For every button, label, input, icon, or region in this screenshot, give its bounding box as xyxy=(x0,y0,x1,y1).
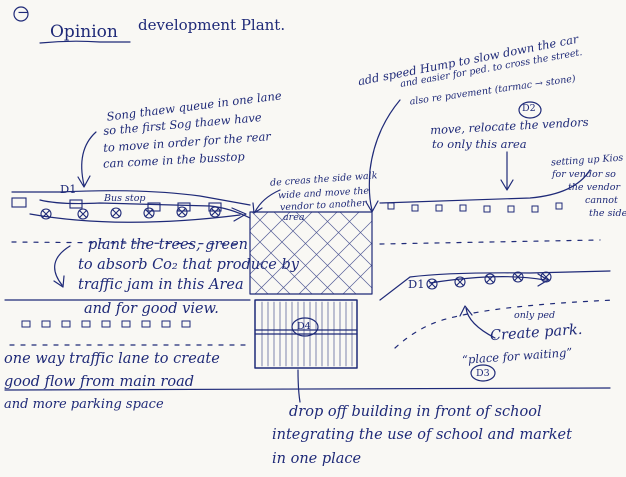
kiosk-box xyxy=(412,205,418,211)
note-setting-up-2: for vendor so xyxy=(552,170,616,180)
note-drop-off-1: drop off building in front of school xyxy=(289,405,542,420)
note-setting-up-5: the side xyxy=(589,209,626,219)
tree-symbol xyxy=(144,208,154,218)
tree-symbol xyxy=(78,209,88,219)
queue-lane xyxy=(30,214,240,222)
upper-dashed-line-right xyxy=(380,240,600,244)
label-bus-stop: Bus stop xyxy=(104,194,146,204)
parking-box xyxy=(122,321,130,327)
tree-symbol xyxy=(427,279,437,289)
trees-arrow xyxy=(54,246,70,287)
parking-box xyxy=(102,321,110,327)
bus-box xyxy=(12,198,26,207)
tree-symbol xyxy=(485,274,495,284)
parking-box xyxy=(162,321,170,327)
note-drop-off-3: in one place xyxy=(272,452,361,467)
note-trees-3: traffic jam in this Area xyxy=(78,278,244,293)
parking-box xyxy=(62,321,70,327)
kiosk-box xyxy=(556,203,562,209)
note-relocate-2: to only this area xyxy=(432,138,527,150)
marker-d1-left: D1 xyxy=(60,183,77,195)
title-word-development: development Plant. xyxy=(138,18,285,34)
songthaew-arrow xyxy=(78,132,96,187)
tree-symbol xyxy=(177,207,187,217)
title-word-opinion: Opinion xyxy=(50,24,118,42)
note-park-1: only ped xyxy=(514,311,555,321)
marker-d2: D2 xyxy=(522,104,536,114)
tree-symbol xyxy=(41,209,51,219)
parking-box xyxy=(22,321,30,327)
marker-d1-right: D1 xyxy=(408,278,425,290)
tree-symbol xyxy=(111,208,121,218)
speed-hump-line xyxy=(366,100,400,212)
note-sidewalk-4: area xyxy=(283,213,305,223)
kiosk-box xyxy=(508,206,514,212)
parking-box xyxy=(42,321,50,327)
note-one-way-3: and more parking space xyxy=(4,398,164,412)
relocate-arrow xyxy=(501,152,513,190)
parking-box xyxy=(82,321,90,327)
parking-box xyxy=(182,321,190,327)
kiosk-box xyxy=(436,205,442,211)
drop-off-line xyxy=(298,370,300,402)
note-one-way-2: good flow from main road xyxy=(4,375,194,390)
title-marker: − xyxy=(17,6,29,21)
kiosk-box xyxy=(484,206,490,212)
parking-box xyxy=(142,321,150,327)
note-setting-up-4: cannot xyxy=(585,196,618,206)
kiosk-box xyxy=(388,203,394,209)
tree-symbol xyxy=(210,207,220,217)
marker-d3: D3 xyxy=(476,369,490,379)
kiosk-box xyxy=(532,206,538,212)
note-trees-4: and for good view. xyxy=(84,302,219,317)
note-one-way-1: one way traffic lane to create xyxy=(4,352,220,367)
sidewalk-arrow xyxy=(253,190,280,213)
kiosk-box xyxy=(460,205,466,211)
note-trees-1: plant the trees, green xyxy=(88,238,248,253)
marker-d4: D4 xyxy=(297,322,311,332)
note-trees-2: to absorb Co₂ that produce by xyxy=(78,258,299,273)
note-drop-off-2: integrating the use of school and market xyxy=(272,428,572,443)
note-setting-up-3: the vendor xyxy=(568,183,620,193)
